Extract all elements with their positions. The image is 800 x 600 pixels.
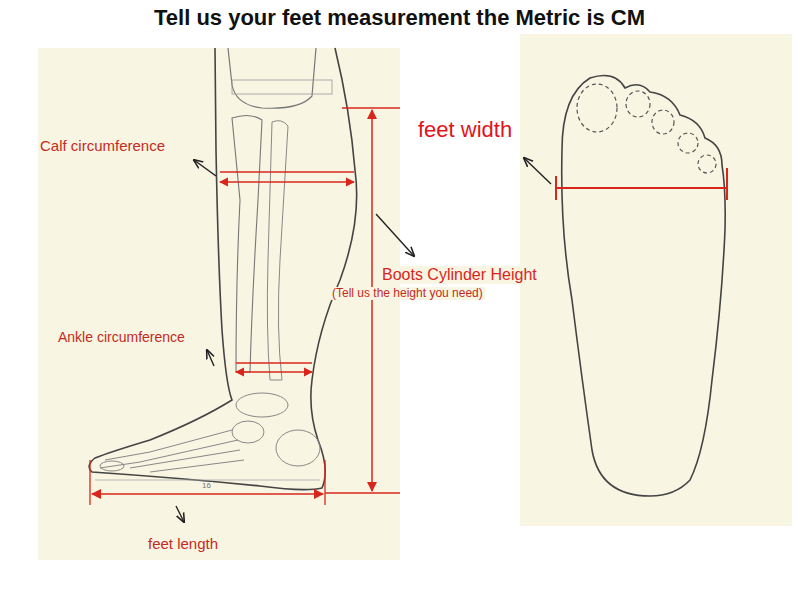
ruler-number: 16 <box>200 482 213 491</box>
footprint-outline <box>562 76 725 496</box>
calf-line <box>220 171 354 172</box>
measure-label: Boots Cylinder Height <box>380 266 539 284</box>
height-line <box>371 110 373 491</box>
left-panel <box>38 48 400 560</box>
width-line <box>556 187 727 189</box>
fibula <box>267 121 288 380</box>
length-tick <box>89 460 90 505</box>
knee-band <box>232 80 332 94</box>
width-tick <box>555 176 557 200</box>
calf-line <box>220 181 354 182</box>
leader-arrows <box>176 158 551 522</box>
right-panel <box>520 34 792 526</box>
measure-label: feet width <box>418 118 512 142</box>
length-line <box>92 493 323 495</box>
length-tick <box>324 460 325 505</box>
page-title: Tell us your feet measurement the Metric… <box>154 6 645 30</box>
femur <box>228 48 316 108</box>
note-label: (Tell us the height you need) <box>330 287 485 300</box>
height-tick <box>342 107 400 109</box>
toe-marks <box>577 84 716 173</box>
ankle-line <box>236 362 312 363</box>
measure-label: feet length <box>148 536 218 553</box>
foot-bones <box>100 393 320 472</box>
width-tick <box>726 168 728 200</box>
tibia <box>232 115 262 372</box>
height-tick <box>325 492 400 494</box>
measure-label: Calf circumference <box>40 138 165 155</box>
ruler-line <box>95 480 320 481</box>
ankle-line <box>236 371 312 372</box>
leg-outline <box>89 48 357 490</box>
measure-label: Ankle circumference <box>58 330 185 345</box>
